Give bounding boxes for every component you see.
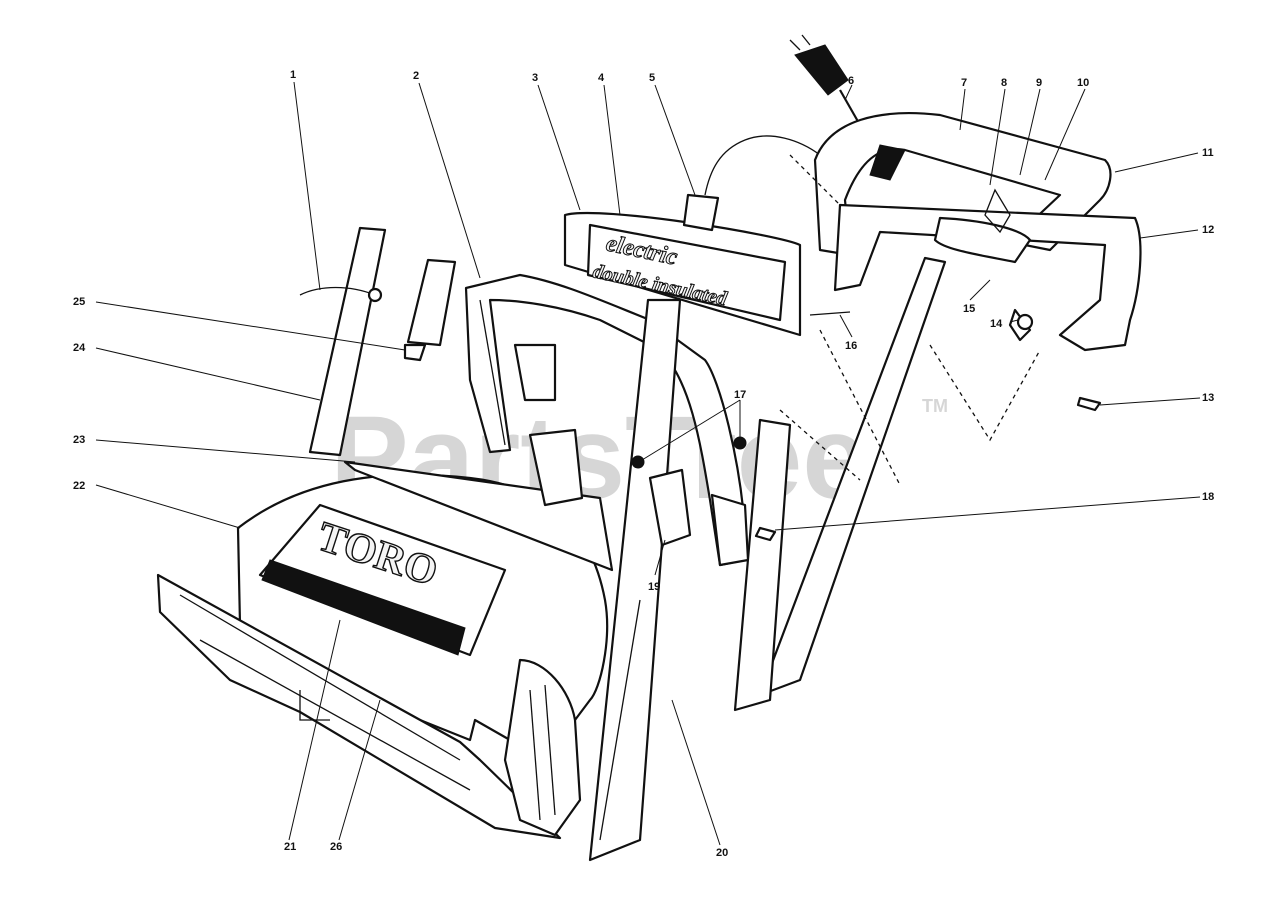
callout-12: 12 <box>1202 224 1214 236</box>
part-toro-decal: TORO <box>258 503 507 657</box>
callout-23: 23 <box>73 434 85 446</box>
callout-25: 25 <box>73 296 85 308</box>
callout-9: 9 <box>1036 77 1042 89</box>
callout-8: 8 <box>1001 77 1007 89</box>
callout-24: 24 <box>73 342 86 354</box>
callout-14: 14 <box>990 318 1003 330</box>
part-lower-bracket <box>528 428 584 507</box>
part-plug <box>789 34 861 126</box>
part-hardware <box>631 313 1102 542</box>
callout-17: 17 <box>734 389 746 401</box>
part-handle-bracket <box>648 468 692 547</box>
callout-16: 16 <box>845 340 857 352</box>
callout-21: 21 <box>284 841 296 853</box>
callout-15: 15 <box>963 303 975 315</box>
callout-13: 13 <box>1202 392 1214 404</box>
callout-2: 2 <box>413 70 419 82</box>
callout-26: 26 <box>330 841 342 853</box>
part-decal-panel: electric double insulated <box>563 211 802 337</box>
callout-5: 5 <box>649 72 655 84</box>
callout-11: 11 <box>1202 147 1214 159</box>
callout-20: 20 <box>716 847 728 859</box>
callout-18: 18 <box>1202 491 1214 503</box>
callout-4: 4 <box>598 72 605 84</box>
part-cord-wire <box>704 135 821 196</box>
watermark-trademark: TM <box>922 396 948 416</box>
part-switch-housing <box>813 112 1142 352</box>
callout-labels: 1 2 3 4 5 6 7 8 9 10 11 12 13 14 15 16 1… <box>73 69 1214 859</box>
callout-3: 3 <box>532 72 538 84</box>
part-upper-tube <box>733 256 1032 712</box>
callout-7: 7 <box>961 77 967 89</box>
callout-10: 10 <box>1077 77 1089 89</box>
leader-lines <box>95 81 1201 846</box>
callout-6: 6 <box>848 75 854 87</box>
callout-22: 22 <box>73 480 85 492</box>
part-deflector-plate <box>343 460 614 572</box>
part-cord-tube <box>682 193 720 232</box>
callout-1: 1 <box>290 69 296 81</box>
part-handle-tube <box>513 298 682 862</box>
callout-19: 19 <box>648 581 660 593</box>
